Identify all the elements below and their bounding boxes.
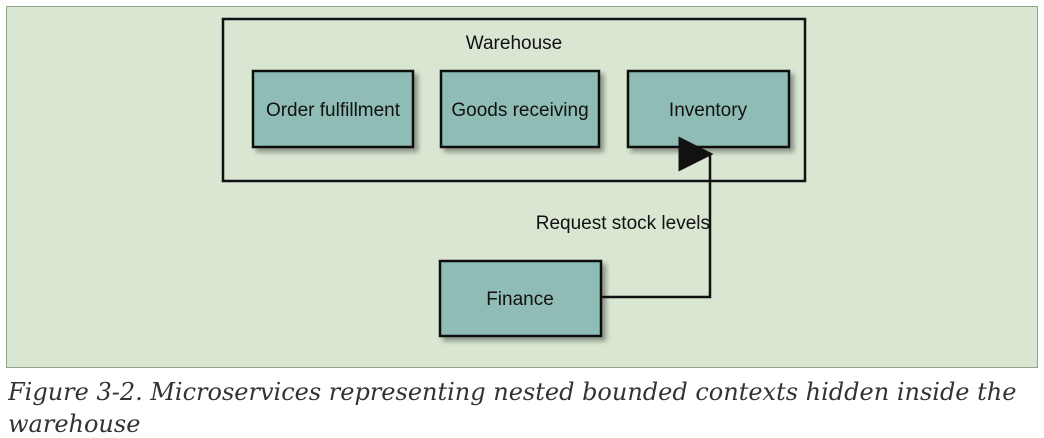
figure-panel: Warehouse Order fulfillment Goods receiv… bbox=[6, 6, 1038, 368]
inventory-label: Inventory bbox=[669, 100, 748, 121]
goods-receiving-service: Goods receiving bbox=[439, 69, 601, 149]
goods-receiving-label: Goods receiving bbox=[451, 100, 588, 121]
figure-caption: Figure 3-2. Microservices representing n… bbox=[8, 378, 1017, 438]
warehouse-context-box bbox=[221, 17, 807, 183]
finance-service: Finance bbox=[438, 259, 603, 338]
context-diagram: Warehouse Order fulfillment Goods receiv… bbox=[221, 17, 807, 338]
order-fulfillment-service: Order fulfillment bbox=[251, 69, 415, 149]
inventory-service: Inventory bbox=[626, 69, 791, 149]
request-arrow bbox=[601, 136, 714, 299]
warehouse-label: Warehouse bbox=[466, 33, 562, 54]
request-stock-levels-label: Request stock levels bbox=[536, 213, 710, 234]
order-fulfillment-label: Order fulfillment bbox=[266, 100, 401, 121]
finance-label: Finance bbox=[486, 289, 554, 310]
